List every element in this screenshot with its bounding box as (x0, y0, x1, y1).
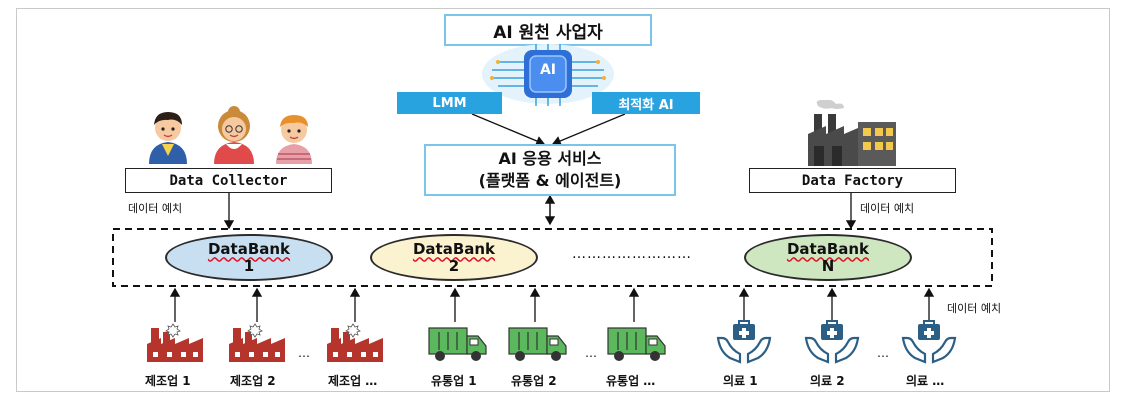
medical-care-icon (901, 320, 957, 364)
manufacturing-2-label: 제조업 2 (230, 374, 276, 388)
data-collector-box: Data Collector (125, 168, 332, 193)
databank-1-number: 1 (243, 256, 255, 275)
databank-n: DataBank N (744, 234, 912, 281)
databank-2-name: DataBank (412, 239, 496, 258)
databank-n-name: DataBank (786, 239, 870, 258)
distribution-dots: … (585, 346, 597, 360)
person-boy-icon (145, 108, 191, 164)
medical-1-label: 의료 1 (723, 374, 758, 388)
databank-2: DataBank 2 (370, 234, 538, 281)
medical-2-label: 의료 2 (810, 374, 845, 388)
arrow-lmm-to-service (471, 113, 546, 146)
factory-deposit-label: 데이터 예치 (860, 202, 915, 215)
manufacturing-1-label: 제조업 1 (145, 374, 191, 388)
manufacturing-factory-icon (227, 322, 287, 362)
person-child-icon (272, 110, 316, 164)
truck-icon (428, 326, 488, 362)
medical-n-label: 의료 … (906, 374, 945, 388)
optimized-ai-tag: 최적화 AI (592, 92, 700, 114)
databank-ellipsis: …………………… (572, 246, 692, 262)
medical-dots: … (877, 346, 889, 360)
bottom-deposit-label: 데이터 예치 (947, 302, 1002, 315)
manufacturing-dots: … (298, 346, 310, 360)
databank-n-number: N (821, 256, 835, 275)
databank-1-name: DataBank (207, 239, 291, 258)
manufacturing-factory-icon (145, 322, 205, 362)
factory-building-icon (806, 100, 898, 166)
truck-icon (508, 326, 568, 362)
frame-border (16, 8, 1110, 392)
databank-2-number: 2 (448, 256, 460, 275)
distribution-n-label: 유통업 … (606, 374, 656, 388)
medical-care-icon (716, 320, 772, 364)
data-factory-box: Data Factory (749, 168, 956, 193)
ai-chip-icon (478, 44, 618, 106)
truck-icon (607, 326, 667, 362)
lmm-tag: LMM (397, 92, 502, 114)
manufacturing-n-label: 제조업 … (328, 374, 378, 388)
arrow-opt-to-service (551, 113, 626, 146)
medical-care-icon (804, 320, 860, 364)
service-line1: AI 응용 서비스 (498, 149, 602, 168)
collector-deposit-label: 데이터 예치 (128, 202, 183, 215)
ai-badge-text: AI (539, 62, 557, 78)
manufacturing-factory-icon (325, 322, 385, 362)
service-line2: (플랫폼 & 에이전트) (478, 171, 622, 190)
databank-1: DataBank 1 (165, 234, 333, 281)
distribution-1-label: 유통업 1 (431, 374, 477, 388)
ai-application-service-box: AI 응용 서비스 (플랫폼 & 에이전트) (424, 144, 676, 196)
distribution-2-label: 유통업 2 (511, 374, 557, 388)
person-woman-icon (210, 104, 258, 164)
ai-source-provider-title: AI 원천 사업자 (444, 14, 652, 46)
